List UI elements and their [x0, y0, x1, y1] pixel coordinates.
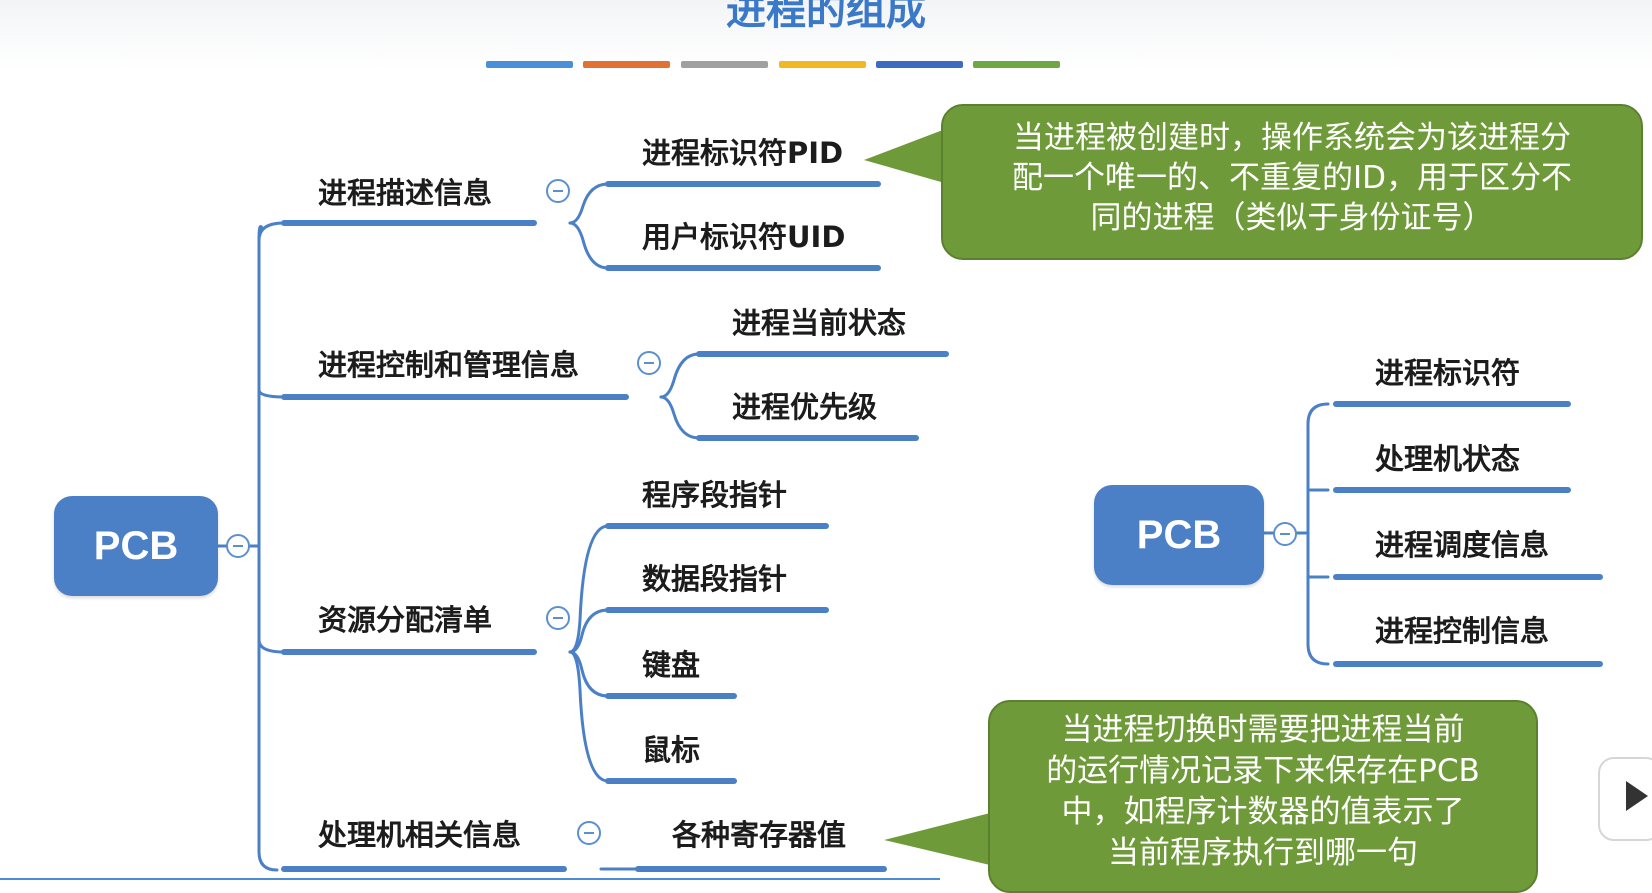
- collapse-icon[interactable]: [546, 179, 570, 203]
- callout-pointer: [884, 812, 994, 866]
- leaf-label-data-segment-pointer: 数据段指针: [642, 562, 788, 596]
- leaf-label-mouse: 鼠标: [642, 733, 701, 767]
- callout-register-explanation: 当进程切换时需要把进程当前 的运行情况记录下来保存在PCB 中，如程序计数器的值…: [988, 700, 1538, 893]
- pcb-root-node-right[interactable]: PCB: [1094, 485, 1264, 585]
- collapse-icon[interactable]: [637, 351, 661, 375]
- trunk-branch-curve: [257, 638, 286, 654]
- branch-label-resource-list: 资源分配清单: [318, 603, 493, 637]
- callout-line: 当前程序执行到哪一句: [1108, 835, 1418, 871]
- trunk-branch-curve: [257, 388, 286, 399]
- leaf-label-priority: 进程优先级: [732, 390, 878, 424]
- video-progress-line: [0, 878, 940, 880]
- title-color-bar-3: [681, 61, 768, 68]
- trunk-line: [257, 225, 279, 872]
- callout-line: 当进程切换时需要把进程当前: [1061, 712, 1465, 748]
- callout-line: 的运行情况记录下来保存在PCB: [1046, 753, 1480, 789]
- callout-pointer: [864, 128, 948, 184]
- right-leaf-label-scheduling-info: 进程调度信息: [1375, 528, 1550, 562]
- leaf-label-register-values: 各种寄存器值: [672, 818, 847, 852]
- title-color-bar-4: [779, 61, 866, 68]
- leaf-label-uid: 用户标识符UID: [642, 220, 846, 254]
- pcb-root-node-left[interactable]: PCB: [54, 496, 218, 596]
- callout-line: 当进程被创建时，操作系统会为该进程分: [1013, 120, 1571, 156]
- collapse-icon[interactable]: [1273, 522, 1297, 546]
- branch-label-process-control: 进程控制和管理信息: [318, 348, 580, 382]
- trunk-branch-curve: [257, 221, 286, 242]
- child-connector: [568, 608, 610, 654]
- callout-line: 中，如程序计数器的值表示了: [1061, 794, 1465, 830]
- callout-pid-explanation: 当进程被创建时，操作系统会为该进程分 配一个唯一的、不重复的ID，用于区分不 同…: [941, 104, 1643, 260]
- branch-label-processor-info: 处理机相关信息: [318, 818, 522, 852]
- collapse-icon[interactable]: [577, 821, 601, 845]
- title-color-bar-2: [583, 61, 670, 68]
- right-leaf-label-process-id: 进程标识符: [1375, 356, 1521, 390]
- trunk-line: [1306, 402, 1330, 666]
- callout-line: 同的进程（类似于身份证号）: [1090, 200, 1494, 236]
- collapse-icon[interactable]: [546, 606, 570, 630]
- title-color-bar-5: [876, 61, 963, 68]
- leaf-label-keyboard: 键盘: [642, 648, 701, 682]
- branch-label-process-description: 进程描述信息: [318, 176, 493, 210]
- child-connector: [659, 395, 701, 440]
- slide-title: 进程的组成: [726, 0, 926, 34]
- child-connector: [659, 352, 701, 399]
- collapse-icon[interactable]: [226, 534, 250, 558]
- leaf-label-code-segment-pointer: 程序段指针: [642, 478, 788, 512]
- child-connector: [568, 524, 610, 654]
- callout-line: 配一个唯一的、不重复的ID，用于区分不: [1011, 160, 1572, 196]
- leaf-label-current-state: 进程当前状态: [732, 306, 907, 340]
- child-connector: [568, 650, 610, 783]
- child-connector: [568, 182, 610, 225]
- play-icon[interactable]: [1598, 757, 1652, 841]
- child-connector: [568, 221, 610, 270]
- title-color-bar-1: [486, 61, 573, 68]
- leaf-label-pid: 进程标识符PID: [642, 136, 844, 170]
- right-leaf-label-control-info: 进程控制信息: [1375, 614, 1550, 648]
- right-leaf-label-processor-state: 处理机状态: [1375, 442, 1521, 476]
- title-color-bar-6: [973, 61, 1060, 68]
